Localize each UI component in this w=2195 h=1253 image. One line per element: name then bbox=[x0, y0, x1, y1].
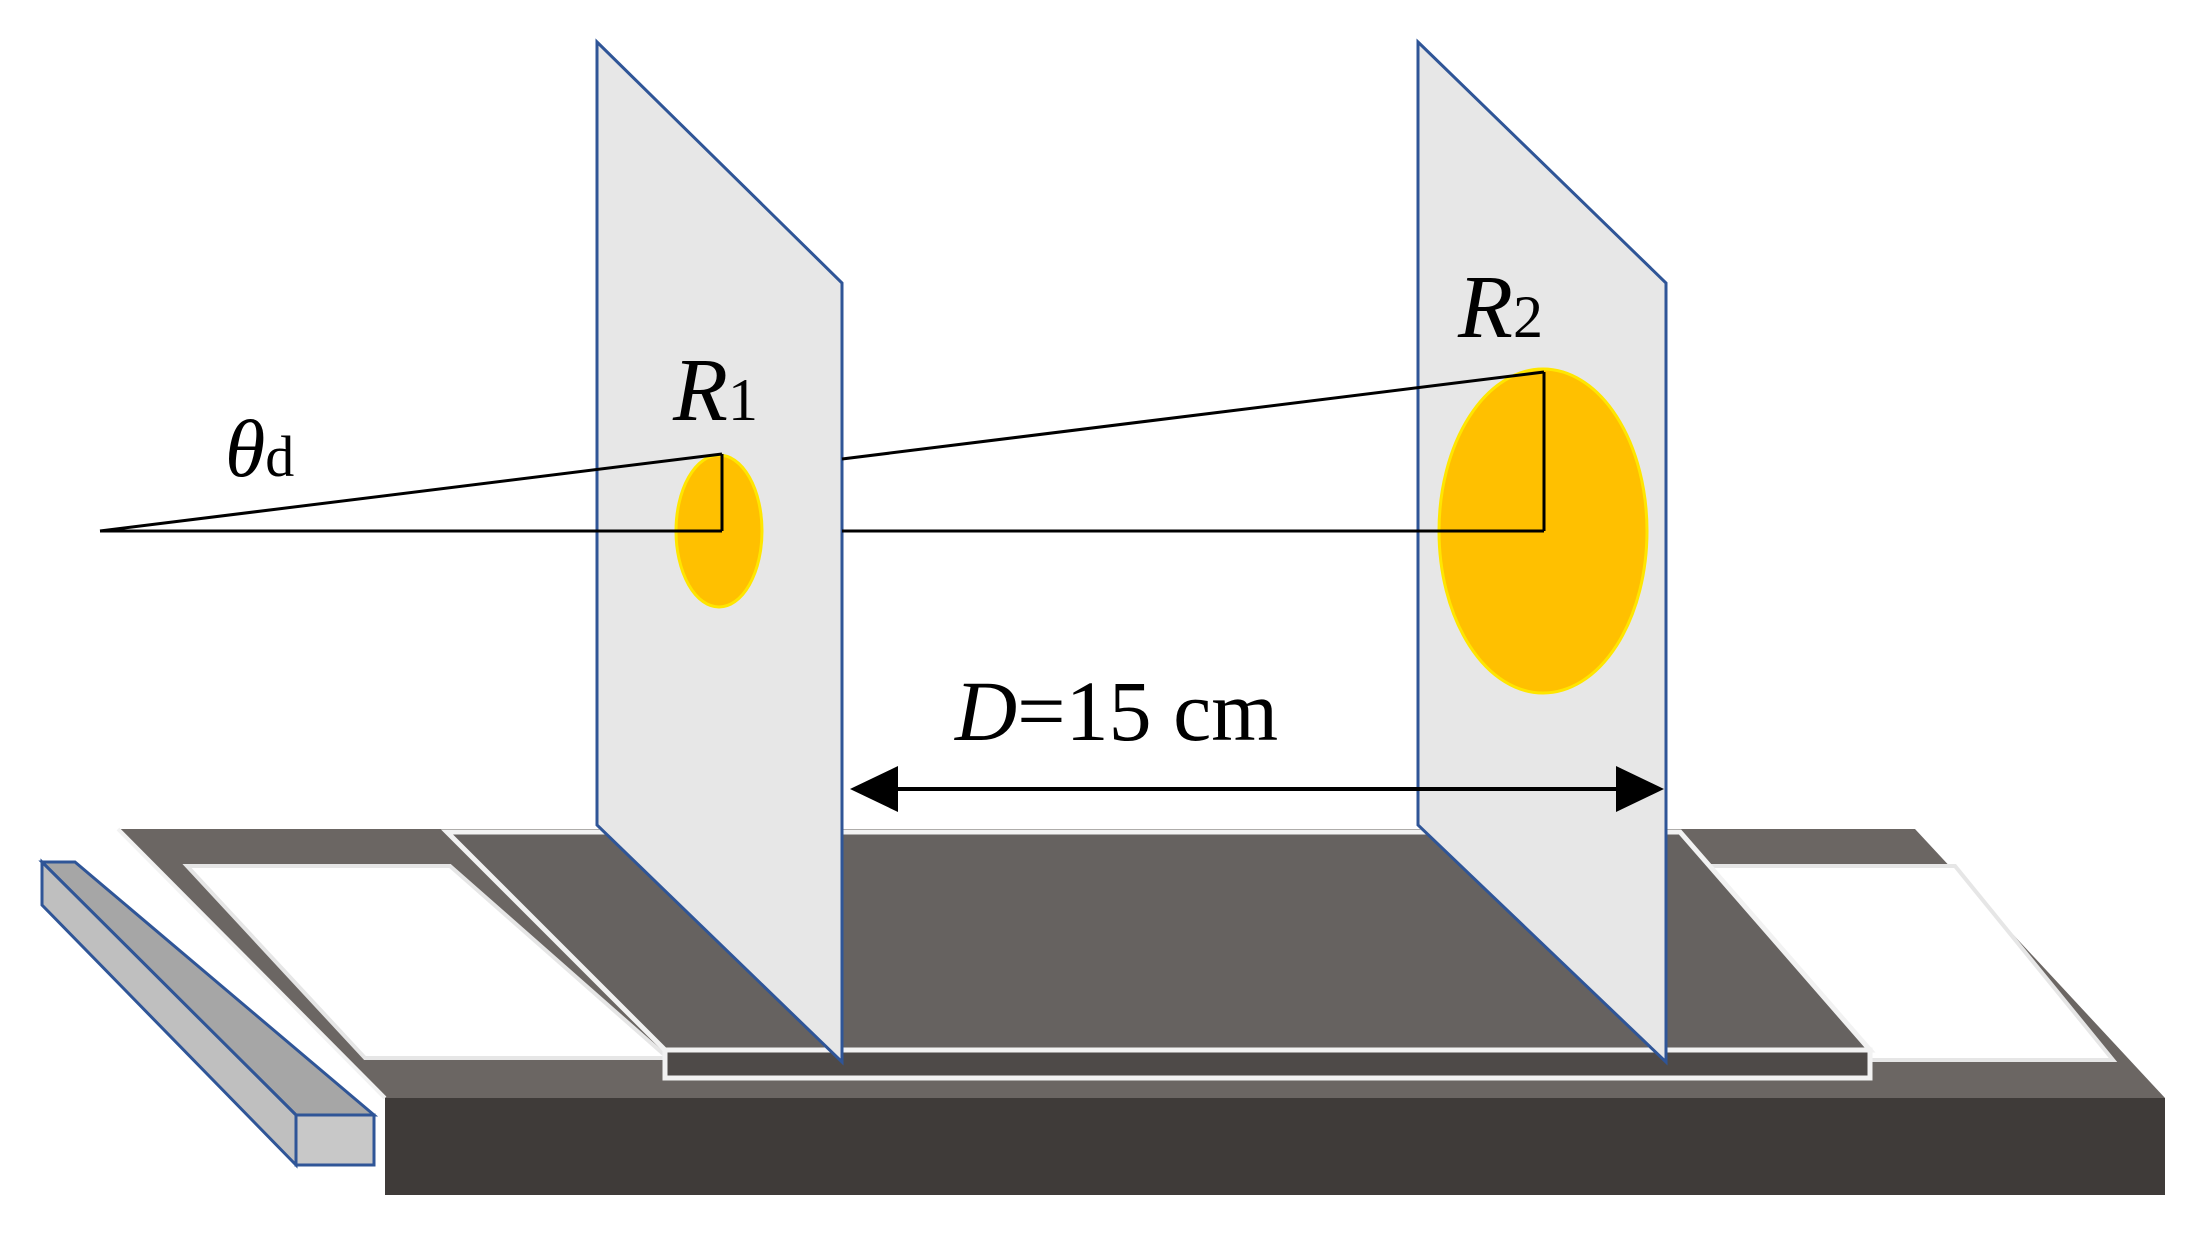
r1-label: R1 bbox=[672, 341, 758, 440]
divergence-ray-middle bbox=[841, 370, 1545, 461]
distance-arrow bbox=[850, 766, 1664, 812]
theta-d-label: θd bbox=[225, 403, 294, 494]
rail-left-edge bbox=[116, 827, 387, 1100]
clamp-bar-end bbox=[294, 1113, 376, 1167]
divergence-ray-left bbox=[99, 452, 723, 533]
distance-label: D=15 cm bbox=[954, 663, 1278, 759]
distance-arrow-head-left bbox=[850, 766, 898, 812]
r2-label: R2 bbox=[1457, 258, 1543, 357]
rail-front-face bbox=[385, 1098, 2165, 1195]
optical-rail bbox=[116, 827, 2165, 1195]
clamp-bar bbox=[38, 858, 379, 1169]
beam-geometry bbox=[99, 370, 1546, 533]
rail-carriage-edge bbox=[662, 1047, 1873, 1081]
distance-arrow-head-right bbox=[1616, 766, 1664, 812]
